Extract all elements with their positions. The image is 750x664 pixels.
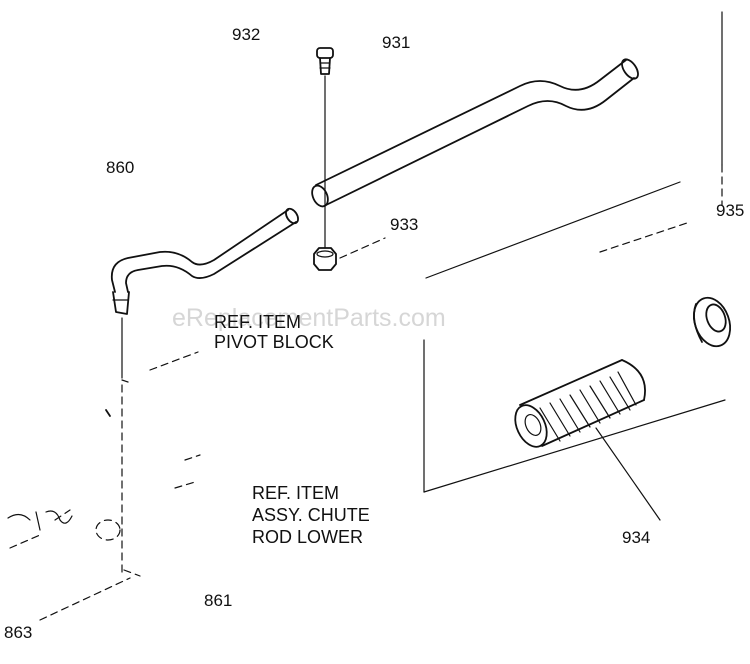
part-label-932: 932	[232, 25, 260, 44]
rod-860	[110, 207, 299, 315]
part-label-935: 935	[716, 201, 744, 220]
part-label-861: 861	[204, 591, 232, 610]
part-label-863: 863	[4, 623, 32, 642]
ref-pivot-block: REF. ITEM PIVOT BLOCK	[214, 312, 334, 352]
part-label-933: 933	[390, 215, 418, 234]
pin-861-sketch	[95, 379, 141, 577]
screw-932	[316, 47, 334, 249]
ref-chute-rod: REF. ITEM ASSY. CHUTE ROD LOWER	[252, 483, 370, 547]
part-label-934: 934	[622, 528, 650, 547]
svg-text:ASSY. CHUTE: ASSY. CHUTE	[252, 505, 370, 525]
nut-933	[313, 237, 386, 271]
svg-text:REF. ITEM: REF. ITEM	[214, 312, 301, 332]
frame-lines	[423, 11, 726, 493]
watermark: eReplacementParts.com	[172, 304, 446, 332]
svg-text:PIVOT BLOCK: PIVOT BLOCK	[214, 332, 334, 352]
part-label-931: 931	[382, 33, 410, 52]
part-label-860: 860	[106, 158, 134, 177]
svg-text:REF. ITEM: REF. ITEM	[252, 483, 339, 503]
svg-text:ROD LOWER: ROD LOWER	[252, 527, 363, 547]
clip-863-sketch	[7, 509, 73, 549]
rod-931	[311, 58, 639, 208]
roller-934	[514, 359, 661, 521]
left-leader-lines	[39, 317, 201, 621]
bushing-935	[692, 296, 732, 348]
